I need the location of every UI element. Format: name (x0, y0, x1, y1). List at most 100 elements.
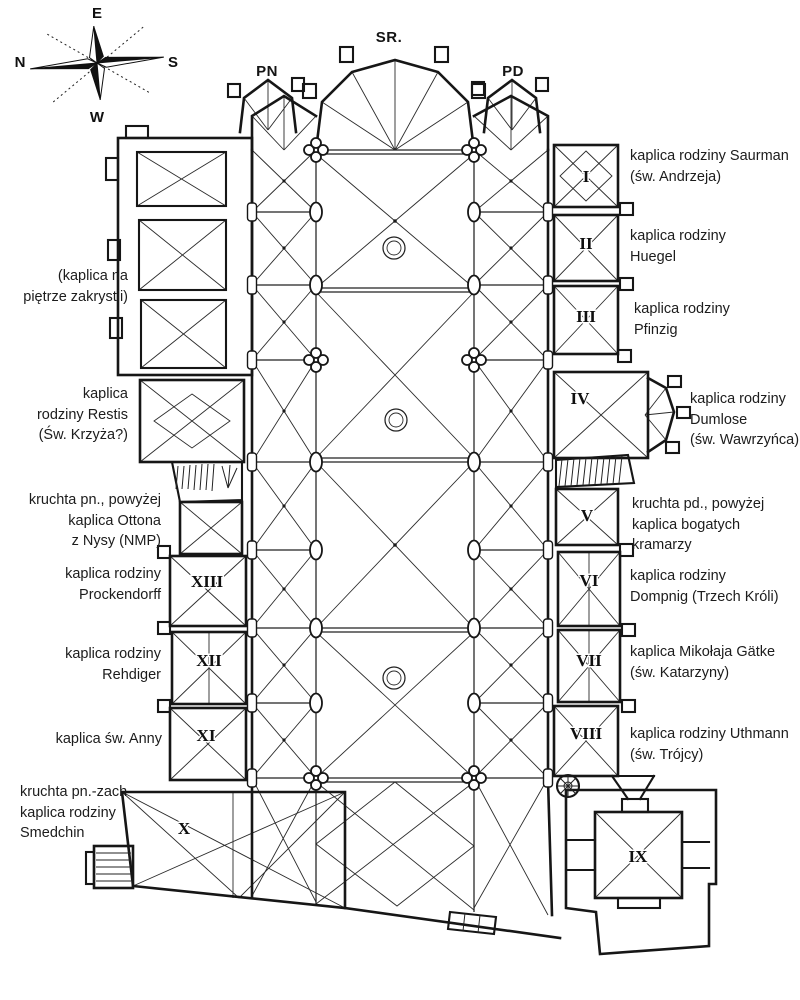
pier-quatrefoil (461, 137, 487, 163)
compass-east-label: E (92, 5, 102, 22)
chapel-i-wall (552, 143, 620, 209)
label-sacristy-upper-chapel: (kaplica na piętrze zakrystii) (23, 268, 128, 305)
chapel-ii-wall (552, 213, 620, 283)
wall-pier (542, 452, 554, 472)
stair-north-porch (175, 463, 238, 492)
chapel-v-numeral: V (581, 506, 594, 525)
label-chapel-rehdiger: kaplica rodziny Rehdiger (65, 646, 161, 683)
pillars (246, 137, 554, 791)
chapel-xi-wall (168, 706, 248, 782)
wall-pier (246, 452, 258, 472)
wall-pier (246, 350, 258, 370)
wall-pier (542, 618, 554, 638)
label-chapel-pfinzig: kaplica rodziny Pfinzig (634, 301, 730, 338)
stair-tower (96, 852, 131, 882)
staircases (96, 455, 623, 882)
chapel-x-numeral: X (178, 819, 191, 838)
porch-pn-wall (238, 78, 298, 134)
porch-north-label: PN (256, 63, 278, 80)
pier-oval (467, 451, 481, 473)
compass-north-label: N (15, 54, 26, 71)
chapel-xi-numeral: XI (197, 726, 216, 745)
apse-label: SR. (376, 29, 403, 46)
porch-pn-buttress (226, 82, 242, 99)
chapel-ii-numeral: II (579, 234, 593, 253)
label-kruchta-pd: kruchta pd., powyżej kaplica bogatych kr… (632, 496, 765, 554)
porch-pn-buttress (290, 76, 306, 93)
chapel-vii-wall (556, 628, 622, 704)
pier-quatrefoil (461, 765, 487, 791)
wall-pier (246, 693, 258, 713)
label-chapel-prockendorff: kaplica rodziny Prockendorff (65, 566, 161, 603)
chapel-v-wall (554, 487, 620, 547)
chapel-vii-numeral: VII (576, 651, 602, 670)
label-chapel-restis: kaplica rodziny Restis (Św. Krzyża?) (36, 386, 128, 444)
wall-pier (542, 275, 554, 295)
wall-pier (246, 275, 258, 295)
label-chapel-huegel: kaplica rodziny Huegel (630, 228, 726, 265)
pier-oval (309, 274, 323, 296)
chapel-iii-wall (552, 284, 620, 356)
pier-oval (309, 201, 323, 223)
chapel-vi-wall (556, 550, 622, 628)
pier-quatrefoil (303, 137, 329, 163)
compass-south-label: S (168, 54, 178, 71)
chapel-xiii-numeral: XIII (191, 572, 224, 591)
label-chapel-gatke: kaplica Mikołaja Gätke (św. Katarzyny) (630, 644, 776, 681)
pier-oval (309, 617, 323, 639)
pier-oval (467, 539, 481, 561)
pier-quatrefoil (303, 765, 329, 791)
wall-pier (246, 540, 258, 560)
label-chapel-dompnig: kaplica rodziny Dompnig (Trzech Króli) (630, 568, 779, 605)
pier-quatrefoil (461, 347, 487, 373)
chapel-iv-apse (646, 376, 676, 454)
label-chapel-anny: kaplica św. Anny (55, 731, 162, 747)
chapel-iv-wall (552, 370, 650, 460)
apse-wall (314, 58, 476, 152)
wall-pier (246, 202, 258, 222)
wall-pier (246, 618, 258, 638)
chapel-xiii-wall (168, 554, 248, 628)
apse-buttress (338, 45, 355, 64)
chapel-iv-numeral: IV (571, 389, 591, 408)
west-front-wall (343, 906, 562, 940)
chapel-iii-numeral: III (576, 307, 596, 326)
stair-spiral (555, 773, 581, 799)
porch-pd-buttress (534, 76, 550, 93)
sacristy-room (137, 218, 228, 292)
chapel-ottona-wall (178, 500, 244, 556)
wall-pier (246, 768, 258, 788)
pier-oval (309, 692, 323, 714)
vault-crossing-dots (282, 179, 513, 742)
west-portal (446, 910, 498, 936)
wall-pier (542, 350, 554, 370)
porch-pd-buttress (470, 80, 486, 97)
wall-pier (542, 768, 554, 788)
label-kruchta-smedchin: kruchta pn.-zach kaplica rodziny Smedchi… (20, 784, 128, 842)
chapel-viii-numeral: VIII (570, 724, 603, 743)
label-chapel-dumlose: kaplica rodziny Dumlose (św. Wawrzyńca) (690, 391, 800, 449)
compass-rose: E N S W (15, 5, 178, 126)
pier-quatrefoil (303, 347, 329, 373)
walls (84, 45, 718, 956)
wall-pier (542, 693, 554, 713)
pier-oval (467, 274, 481, 296)
label-chapel-uthmann: kaplica rodziny Uthmann (św. Trójcy) (630, 726, 789, 763)
porch-pd-wall (482, 78, 542, 134)
sacristy-room (139, 298, 228, 370)
pier-oval (467, 617, 481, 639)
chapel-viii-wall (552, 704, 620, 778)
nave-keystone-rings (382, 236, 408, 690)
compass-west-label: W (90, 109, 105, 126)
sacristy-outline (116, 136, 254, 377)
kruchta-pd-wall (554, 453, 636, 489)
wall-pier (542, 540, 554, 560)
label-kruchta-pn-ottona: kruchta pn., powyżej kaplica Ottona z Ny… (28, 492, 161, 550)
porch-south-label: PD (502, 63, 524, 80)
chapel-xii-wall (170, 630, 248, 706)
apse-buttress (433, 45, 450, 64)
pier-oval (309, 539, 323, 561)
label-chapel-saurman: kaplica rodziny Saurman (św. Andrzeja) (630, 148, 789, 185)
